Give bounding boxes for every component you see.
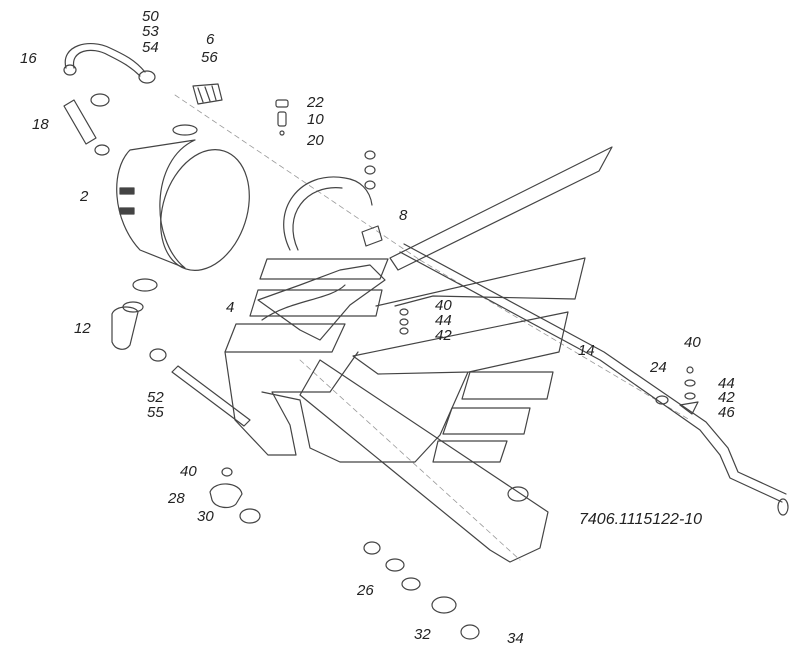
- washer-20: [279, 130, 285, 136]
- pipe-52: [171, 365, 251, 427]
- watermark-wing-2: [375, 257, 586, 307]
- callout-label: 22: [307, 94, 324, 111]
- watermark-wing-3: [352, 311, 569, 375]
- muffler-body: [299, 359, 549, 563]
- clip-8: [361, 225, 383, 247]
- bolt-8c: [364, 180, 376, 190]
- callout-label: 44: [435, 312, 452, 329]
- bolt-40-right: [686, 366, 694, 374]
- hose-16: [64, 43, 146, 73]
- watermark-top-stripe: [259, 258, 389, 280]
- callout-label: 46: [718, 404, 735, 421]
- collar-12: [132, 278, 158, 292]
- clamp-18: [94, 144, 110, 156]
- muffler-outlet: [507, 486, 529, 502]
- watermark-low-stripe: [224, 323, 346, 353]
- clamp-upper-12: [122, 301, 144, 313]
- callout-label: 8: [399, 207, 408, 224]
- tank-end-cap: [160, 149, 250, 271]
- callout-label: 40: [435, 297, 452, 314]
- nut-42-right: [684, 392, 696, 400]
- callout-label: 52: [147, 389, 164, 406]
- bracket-24: [655, 395, 669, 405]
- clamp-upper: [90, 93, 110, 107]
- callout-label: 2: [80, 188, 89, 205]
- callout-label: 28: [168, 490, 185, 507]
- bolt-40: [221, 467, 233, 477]
- callout-label: 53: [142, 23, 159, 40]
- elbow-12: [111, 306, 139, 350]
- bracket-ring: [283, 176, 373, 251]
- callout-label: 42: [718, 389, 735, 406]
- callout-label: 54: [142, 39, 159, 56]
- watermark-box-2: [442, 407, 531, 435]
- watermark-chevron-inner: [261, 371, 469, 463]
- ring-34: [460, 624, 480, 640]
- callout-label: 44: [718, 375, 735, 392]
- cap-6: [192, 83, 223, 105]
- tank-label-2: [119, 207, 135, 215]
- tank-body: [116, 139, 196, 269]
- clamp-26a: [363, 541, 381, 555]
- clamp-32: [431, 596, 457, 614]
- callout-label: 10: [307, 111, 324, 128]
- callout-label: 32: [414, 626, 431, 643]
- washer-44-mid: [399, 318, 409, 326]
- fitting-10: [277, 111, 287, 127]
- clamp-12: [149, 348, 167, 362]
- callout-label: 12: [74, 320, 91, 337]
- clamp-26b: [385, 558, 405, 572]
- bolt-8b: [364, 165, 376, 175]
- callout-label: 14: [578, 342, 595, 359]
- tailpipe-end: [777, 498, 789, 516]
- clamp-16: [63, 64, 77, 76]
- callout-label: 20: [307, 132, 324, 149]
- callout-label: 42: [435, 327, 452, 344]
- watermark-mid-stripe: [249, 289, 383, 317]
- watermark-wing-1: [389, 146, 613, 271]
- callout-label: 55: [147, 404, 164, 421]
- callout-label: 34: [507, 630, 524, 647]
- callout-label: 26: [357, 582, 374, 599]
- callout-label: 24: [650, 359, 667, 376]
- callout-label: 6: [206, 31, 215, 48]
- callout-label: 16: [20, 50, 37, 67]
- assembly-axis: [174, 94, 691, 421]
- pipe-18: [63, 99, 97, 145]
- clamp-30: [239, 508, 261, 524]
- washer-44-right: [684, 379, 696, 387]
- callout-label: 40: [180, 463, 197, 480]
- nut-42-mid: [399, 327, 409, 335]
- bracket-4-strap: [261, 284, 346, 321]
- assembly-axis-lower: [299, 359, 521, 561]
- cap-6-ribs: [197, 85, 217, 103]
- bracket-4: [257, 264, 386, 341]
- watermark-box-3: [432, 440, 508, 463]
- bolt-40-mid: [399, 308, 409, 316]
- callout-label: 4: [226, 299, 235, 316]
- fitting-22: [275, 99, 289, 108]
- watermark-box-1: [461, 371, 554, 400]
- tailpipe-14-edge: [403, 243, 787, 495]
- clamp-26c: [401, 577, 421, 591]
- callout-label: 56: [201, 49, 218, 66]
- tank-label-1: [119, 187, 135, 195]
- hose-16-inner: [73, 49, 141, 77]
- part-code-label: 7406.1115122-10: [579, 511, 703, 528]
- tailpipe-14: [399, 251, 783, 503]
- bracket-ring-inner: [292, 187, 343, 251]
- clip-46: [679, 401, 699, 415]
- tank-filler-neck: [172, 124, 198, 136]
- clamp-28: [209, 483, 243, 509]
- callout-label: 50: [142, 8, 159, 25]
- bolt-8a: [364, 150, 376, 160]
- watermark-chevron: [224, 351, 359, 456]
- callout-label: 30: [197, 508, 214, 525]
- callout-label: 40: [684, 334, 701, 351]
- clamp-54: [138, 70, 156, 84]
- callout-label: 18: [32, 116, 49, 133]
